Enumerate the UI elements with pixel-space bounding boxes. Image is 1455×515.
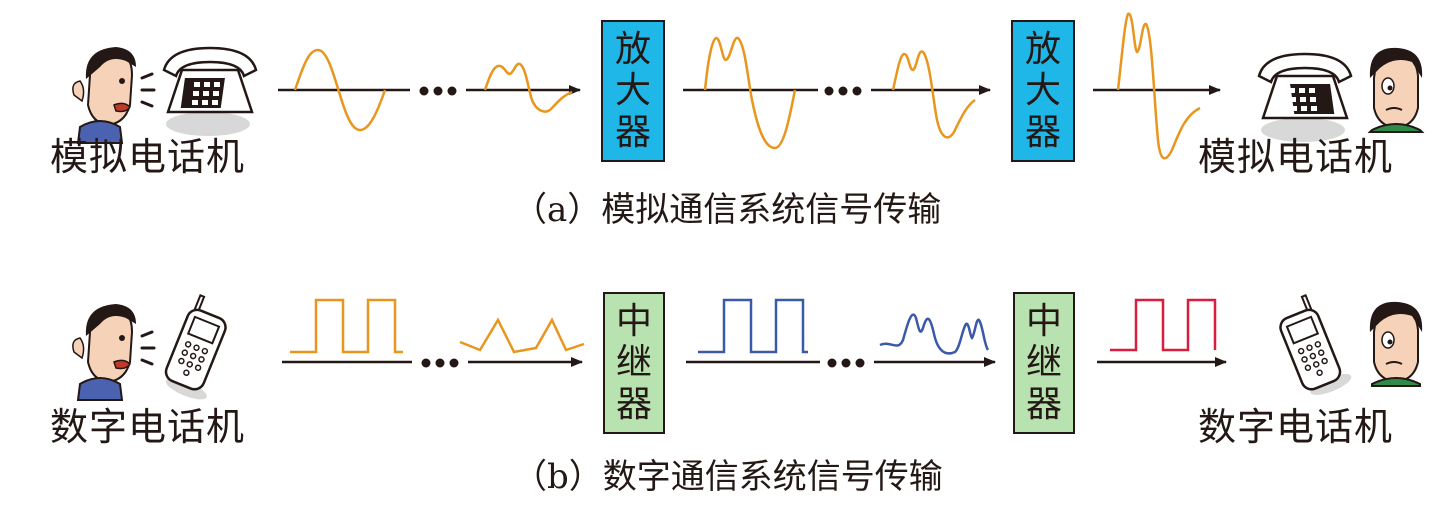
amplifier-char: 大 [1025,70,1061,111]
amplifier-char: 器 [1025,112,1061,153]
repeater-char: 继 [616,342,652,383]
repeater-char: 中 [1026,301,1062,342]
digital-pulse [698,300,808,352]
repeater-char: 继 [1026,342,1062,383]
ellipsis [828,359,865,368]
repeater-box-2: 中 继 器 [1013,292,1075,434]
mobile-phone-icon [1272,291,1354,401]
analog-wave-amplified [1118,14,1200,159]
ellipsis [422,359,459,368]
analog-wave-attenuated [893,51,975,137]
speech-marks [142,332,154,364]
listening-man-icon [1370,48,1422,132]
speaking-man-icon [73,47,136,143]
mobile-phone-icon [160,294,242,404]
analog-wave-attenuated [485,64,572,112]
repeater-box-1: 中 继 器 [603,292,665,434]
analog-phone-label-right: 模拟电话机 [1198,138,1393,176]
speaking-man-icon [73,304,136,400]
analog-wave [705,38,795,148]
amplifier-box-1: 放 大 器 [601,20,665,162]
repeater-char: 中 [616,301,652,342]
desk-phone-icon [164,48,256,136]
caption-b: （b）数字通信系统信号传输 [513,460,943,494]
speech-marks [142,74,154,106]
caption-a: （a）模拟通信系统信号传输 [513,193,941,227]
digital-pulse [290,300,403,352]
amplifier-char: 放 [615,29,651,70]
ellipsis [825,87,862,96]
analog-phone-label-left: 模拟电话机 [50,138,245,176]
digital-pulse-distorted [880,315,988,354]
desk-phone-icon [1259,54,1351,142]
amplifier-char: 大 [615,70,651,111]
ellipsis [420,87,457,96]
amplifier-char: 器 [615,112,651,153]
amplifier-char: 放 [1025,29,1061,70]
listening-man-icon [1370,302,1422,386]
digital-phone-label-left: 数字电话机 [50,408,245,446]
repeater-char: 器 [1026,384,1062,425]
digital-pulse-regenerated [1110,300,1215,350]
digital-pulse-distorted [460,320,584,352]
repeater-char: 器 [616,384,652,425]
amplifier-box-2: 放 大 器 [1011,20,1075,162]
digital-phone-label-right: 数字电话机 [1198,408,1393,446]
